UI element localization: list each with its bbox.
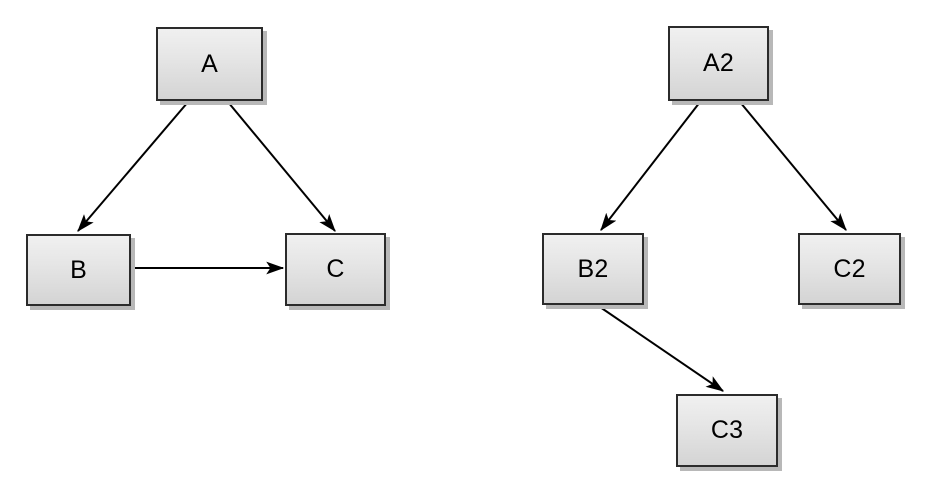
node-c2[interactable]: C2	[798, 233, 901, 305]
node-label: A2	[703, 49, 734, 77]
edge-b2-to-c3	[599, 306, 724, 392]
node-label: C3	[710, 416, 744, 444]
edge-a-to-b	[77, 101, 189, 232]
node-label: B2	[577, 254, 609, 283]
node-a[interactable]: A	[156, 27, 263, 101]
edges-group	[77, 101, 847, 392]
edge-a2-to-c2	[739, 101, 847, 231]
node-b2[interactable]: B2	[542, 233, 644, 305]
node-label: C2	[833, 254, 866, 283]
edge-a-to-c	[227, 101, 336, 232]
node-a2[interactable]: A2	[668, 26, 769, 101]
node-label: B	[70, 255, 87, 284]
edge-a2-to-b2	[600, 101, 701, 231]
node-label: C	[326, 255, 345, 283]
node-label: A	[201, 49, 218, 78]
node-c3[interactable]: C3	[676, 394, 778, 467]
node-b[interactable]: B	[26, 234, 131, 306]
node-c[interactable]: C	[285, 233, 386, 306]
